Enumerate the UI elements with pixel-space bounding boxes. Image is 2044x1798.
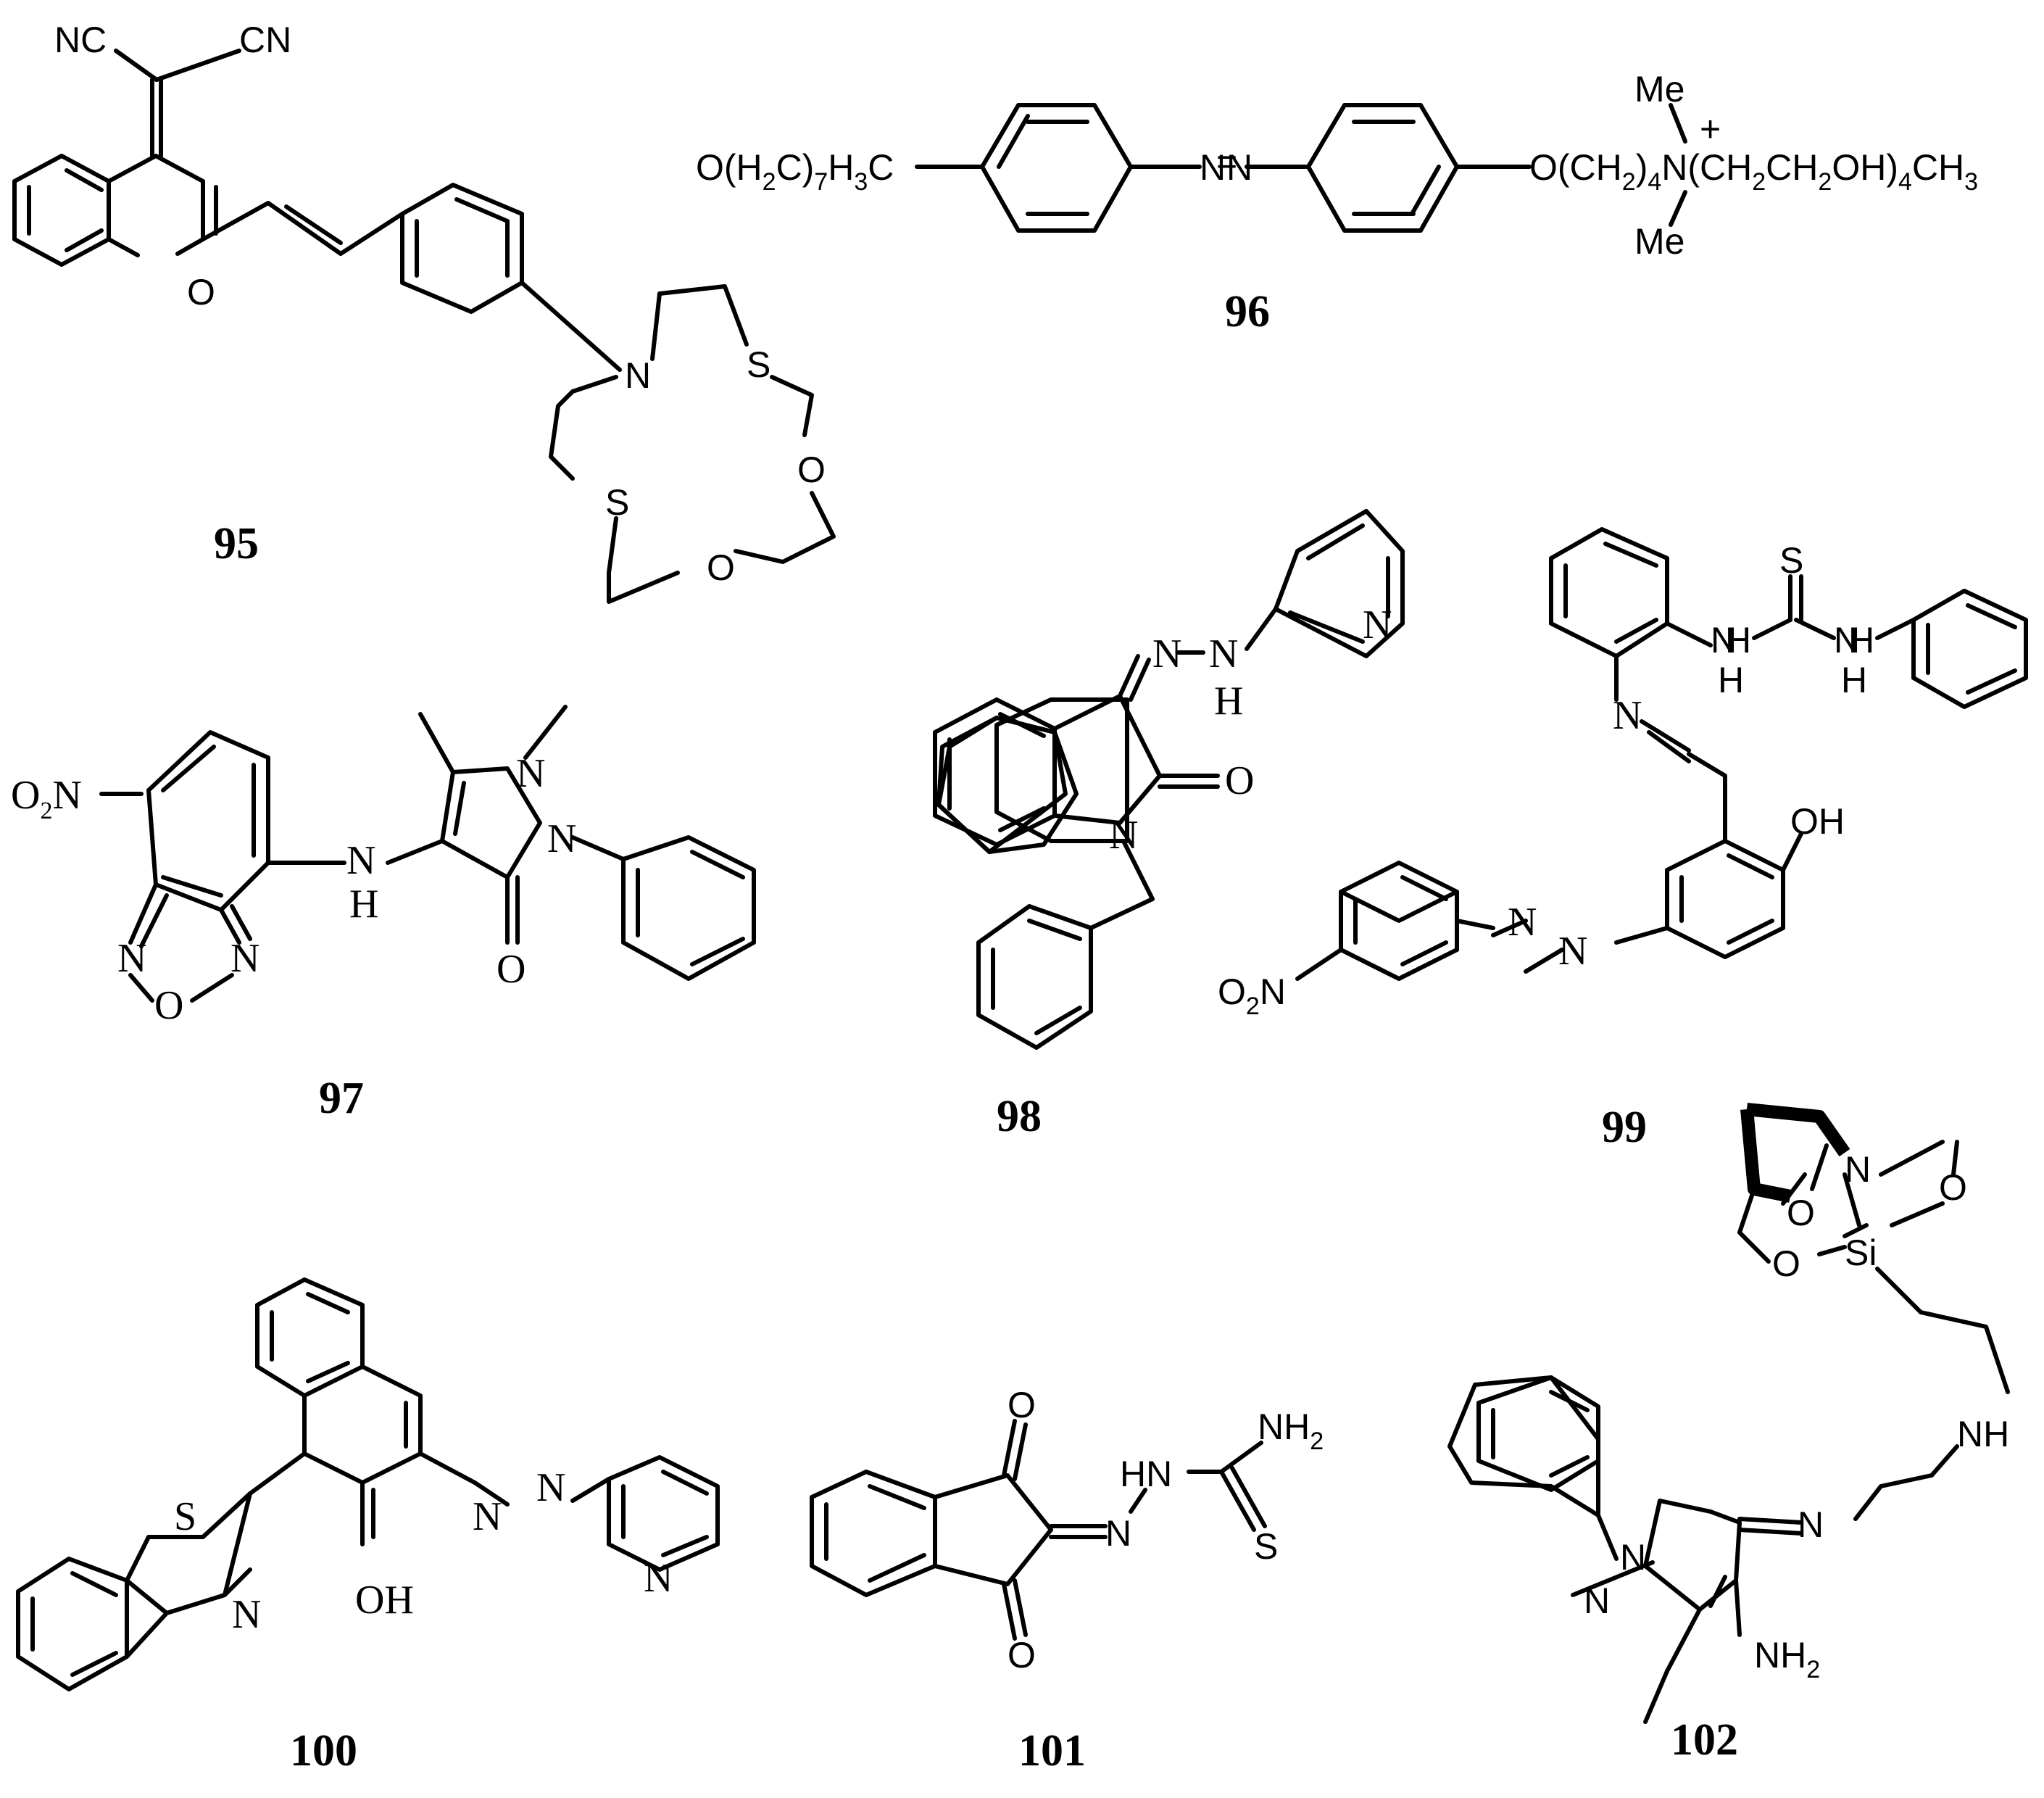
azo-n2: N <box>1226 147 1252 188</box>
hydrazone-n2-98: N <box>1209 631 1238 676</box>
thione-s-101: S <box>1254 1526 1278 1567</box>
oxa-oxygen-2: O <box>707 547 735 588</box>
carbonyl-o1-101: O <box>1008 1385 1036 1425</box>
azo-n1: N <box>1200 147 1226 188</box>
imine-n-102: N <box>1798 1504 1824 1545</box>
c96-left-chain: O(H2C)7H3C <box>696 147 894 196</box>
compound-number-97: 97 <box>319 1074 364 1123</box>
pyrazolone-n2: N <box>547 816 576 861</box>
compound-number-99: 99 <box>1602 1103 1647 1152</box>
azo-n1-100: N <box>473 1494 502 1539</box>
oxa-oxygen-1: O <box>797 450 826 490</box>
compound-number-96: 96 <box>1225 287 1270 336</box>
compound-number-98: 98 <box>997 1092 1042 1141</box>
oxadiazole-n2: N <box>230 936 259 981</box>
hydrazone-h-98: H <box>1214 679 1243 724</box>
thia-sulfur-2: S <box>605 482 629 523</box>
nitro-group-97: O2N <box>11 773 82 824</box>
aza-nitrogen: N <box>625 355 651 396</box>
thiazole-s-100: S <box>174 1494 196 1539</box>
compound-102-structure <box>1447 1103 2010 1724</box>
silatrane-o3-102: O <box>1772 1243 1800 1284</box>
hydroxyl-99: OH <box>1790 801 1845 842</box>
compound-number-100: 100 <box>290 1726 357 1776</box>
hydrazone-n1-98: N <box>1152 631 1181 676</box>
carbonyl-o2-101: O <box>1008 1635 1036 1675</box>
compound-97-structure <box>99 705 756 1003</box>
nitrile-label-cn: CN <box>239 20 291 60</box>
hydrazone-n-101: N <box>1105 1513 1131 1554</box>
thiazole-n-100: N <box>232 1592 261 1637</box>
thiourea-n1-99: N <box>1711 620 1737 660</box>
indole-n-98: N <box>1109 813 1138 858</box>
c96-right-chain: O(CH2)4N(CH2CH2OH)4CH3 <box>1529 147 1978 196</box>
pyridine-n-100: N <box>644 1556 673 1601</box>
pyran-oxygen: O <box>187 272 215 312</box>
amino-group-102: NH2 <box>1754 1635 1820 1683</box>
thiourea-n2-99: N <box>1834 620 1860 660</box>
pyridine-n-98: N <box>1363 602 1392 647</box>
amine-n-97: N <box>346 838 375 883</box>
methyl-bottom: Me <box>1634 221 1684 262</box>
compound-98-structure <box>933 509 1405 1050</box>
compound-number-102: 102 <box>1671 1715 1738 1765</box>
azo-n2-100: N <box>536 1465 565 1510</box>
thiourea-h2b-99: H <box>1841 660 1867 700</box>
oxadiazole-n1: N <box>117 936 146 981</box>
carbonyl-o-97: O <box>497 947 525 992</box>
thiourea-s-99: S <box>1779 540 1803 581</box>
methyl-top: Me <box>1634 69 1684 109</box>
hydroxyl-100: OH <box>355 1578 414 1623</box>
thiourea-h2-99: H <box>1848 620 1874 660</box>
compound-99-structure <box>1295 527 2028 981</box>
compound-95-structure <box>12 49 836 604</box>
nitro-group-99: O2N <box>1218 972 1286 1020</box>
carbonyl-o-98: O <box>1225 758 1254 803</box>
imine-n-99: N <box>1613 693 1642 738</box>
compound-100-structure <box>16 1277 720 1691</box>
azo-double: = <box>1216 141 1237 182</box>
pyrazole-n2-102: N <box>1584 1580 1610 1621</box>
pyrazolone-n1: N <box>516 751 545 796</box>
azo-n2-99: N <box>1508 900 1537 945</box>
hydrazone-hn-101: HN <box>1120 1454 1172 1494</box>
compound-101-structure <box>810 1419 1267 1641</box>
pyrazole-n1-102: N <box>1620 1537 1646 1578</box>
compound-96-structure <box>915 103 1687 233</box>
nitrile-label-nc: NC <box>54 20 107 60</box>
ammonium-charge: + <box>1700 109 1721 149</box>
silatrane-o2-102: O <box>1787 1193 1815 1233</box>
amine-h-97: H <box>349 882 378 927</box>
silatrane-o1-102: O <box>1939 1167 1967 1208</box>
thiourea-h1b-99: H <box>1718 660 1744 700</box>
silatrane-si-102: Si <box>1845 1232 1877 1273</box>
azo-n1-99: N <box>1558 929 1587 974</box>
thia-sulfur-1: S <box>747 344 770 385</box>
amine-nh-102: NH <box>1957 1414 2009 1454</box>
amino-group-101: NH2 <box>1258 1406 1324 1455</box>
silatrane-n-102: N <box>1845 1149 1871 1190</box>
oxadiazole-o: O <box>154 983 183 1028</box>
compound-number-95: 95 <box>214 519 259 568</box>
thiourea-h1-99: H <box>1725 620 1751 660</box>
compound-number-101: 101 <box>1018 1726 1086 1776</box>
